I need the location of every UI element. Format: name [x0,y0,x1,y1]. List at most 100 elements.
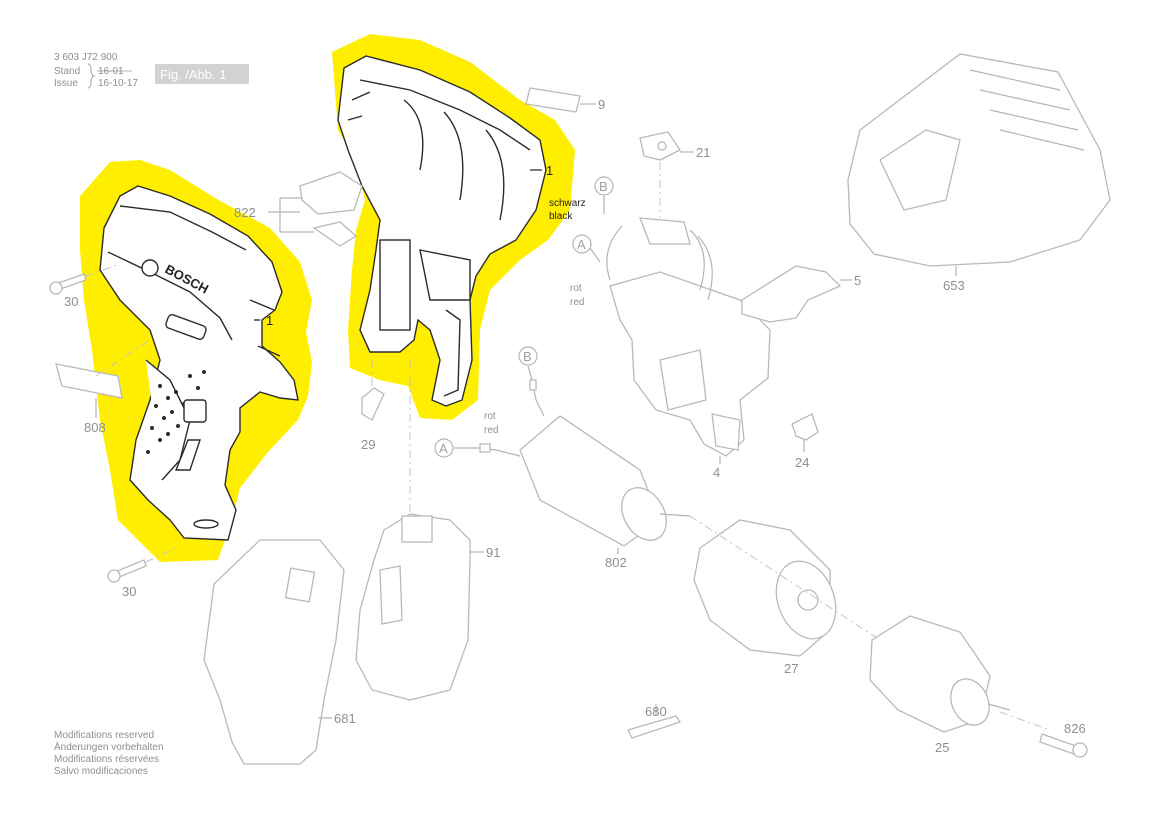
gearbox-spindle [797,589,819,611]
switch-module [606,217,771,457]
screw-head [107,569,121,583]
connector-a-motor-badge [434,438,454,458]
part-number-21: 21 [696,145,710,160]
case-681 [203,539,345,765]
right-housing-half [337,55,547,407]
housing-ridge [119,205,247,251]
battery-body [355,513,471,701]
part-number-653: 653 [943,278,965,293]
stand-old-date: 16-01 [98,66,124,77]
part-number-30-top: 30 [64,294,78,309]
motor-shaft [659,513,691,517]
part-680-bit [627,715,682,739]
footer-line: Änderungen vorbehalten [54,741,164,753]
housing-foot [193,519,219,529]
document-number: 3 603 J72 900 [54,52,118,63]
chuck-nose [950,678,990,726]
footer-line: Modifications réservées [54,754,159,765]
part-number-1-right: 1 [546,163,553,178]
wire-terminal [479,443,491,453]
trigger-cavity [419,249,471,301]
leader-line [589,247,601,263]
case-body [203,539,345,765]
part-number-822: 822 [234,205,256,220]
housing-rib [249,299,281,357]
housing-ridge [107,251,233,341]
figure-label: Fig. /Abb. 1 [160,67,226,82]
slider-button [657,141,667,151]
part-9-plate [525,87,581,113]
handle-rib [443,309,461,397]
gearbox-27 [693,519,837,657]
screw-30-bottom [107,559,147,583]
part-number-808: 808 [84,420,106,435]
wire-label-black: black [549,211,573,222]
motor-wire-b [527,365,545,417]
charger-653 [847,53,1111,267]
wire-label-red-motor: red [484,425,498,436]
part-822-bracket [299,171,363,215]
battery-latch [401,515,433,543]
part-number-29: 29 [361,437,375,452]
part-24-clip [791,413,819,441]
modifications-note: Modifications reserved Änderungen vorbeh… [54,730,164,777]
grip-texture [146,370,206,454]
part-808-label [55,363,123,399]
part-number-24: 24 [795,455,809,470]
wire-label-rot-switch: rot [570,283,582,294]
part-29-clip [361,387,385,421]
document-header: 3 603 J72 900 Stand Issue 16-01 16-10-17… [54,52,249,89]
stand-label: Stand [54,66,80,77]
footer-line: Modifications reserved [54,730,154,741]
housing-clip [347,91,371,121]
screw-30-top [49,273,87,295]
part-number-27: 27 [784,661,798,676]
screw-shaft [1039,733,1077,755]
screw-head [1072,742,1088,758]
part-822-spring [312,221,358,247]
trigger [711,413,741,451]
switch-wires [606,225,713,301]
wire-label-red-switch: red [570,297,584,308]
motor-802 [519,415,691,547]
switch-block [659,349,707,411]
connector-a-motor-letter: A [439,441,448,456]
connector-b-motor-letter: B [523,349,532,364]
assembly-axis [95,339,151,377]
part-number-802: 802 [605,555,627,570]
connector-a-letter: A [577,237,586,252]
part-5-spring-plate [741,265,842,323]
connector-b-letter: B [599,179,608,194]
screw-head [49,281,63,295]
battery-cavity [379,239,411,331]
issue-label: Issue [54,78,78,89]
charger-vents [969,69,1085,151]
left-housing-half: BOSCH [99,185,299,541]
connector-a-badge [572,234,592,254]
switch-slot [165,314,207,340]
screw-boss [141,259,159,277]
part-number-1-left: 1 [266,313,273,328]
motor-endcap [621,487,667,541]
gear-symbol [183,399,207,423]
switch-pcb [639,217,691,245]
assembly-axis [85,263,121,277]
wire-label-rot-motor: rot [484,411,496,422]
connector-b-badge [594,176,614,196]
part-number-680: 680 [645,704,667,719]
screw-826 [1039,733,1088,758]
wire-label-schwarz: schwarz [549,198,586,209]
assembly-axis [145,545,181,563]
housing-ribs [403,99,505,221]
case-badge [284,567,316,603]
part-number-4: 4 [713,465,720,480]
issue-date: 16-10-17 [98,78,138,89]
part-number-30-bottom: 30 [122,584,136,599]
figure-label-box [155,64,249,84]
assembly-axis [689,515,881,641]
chuck-bore [987,703,1011,711]
battery-indicator [174,439,201,471]
battery-91 [355,513,471,701]
connector-b-motor-badge [518,346,538,366]
